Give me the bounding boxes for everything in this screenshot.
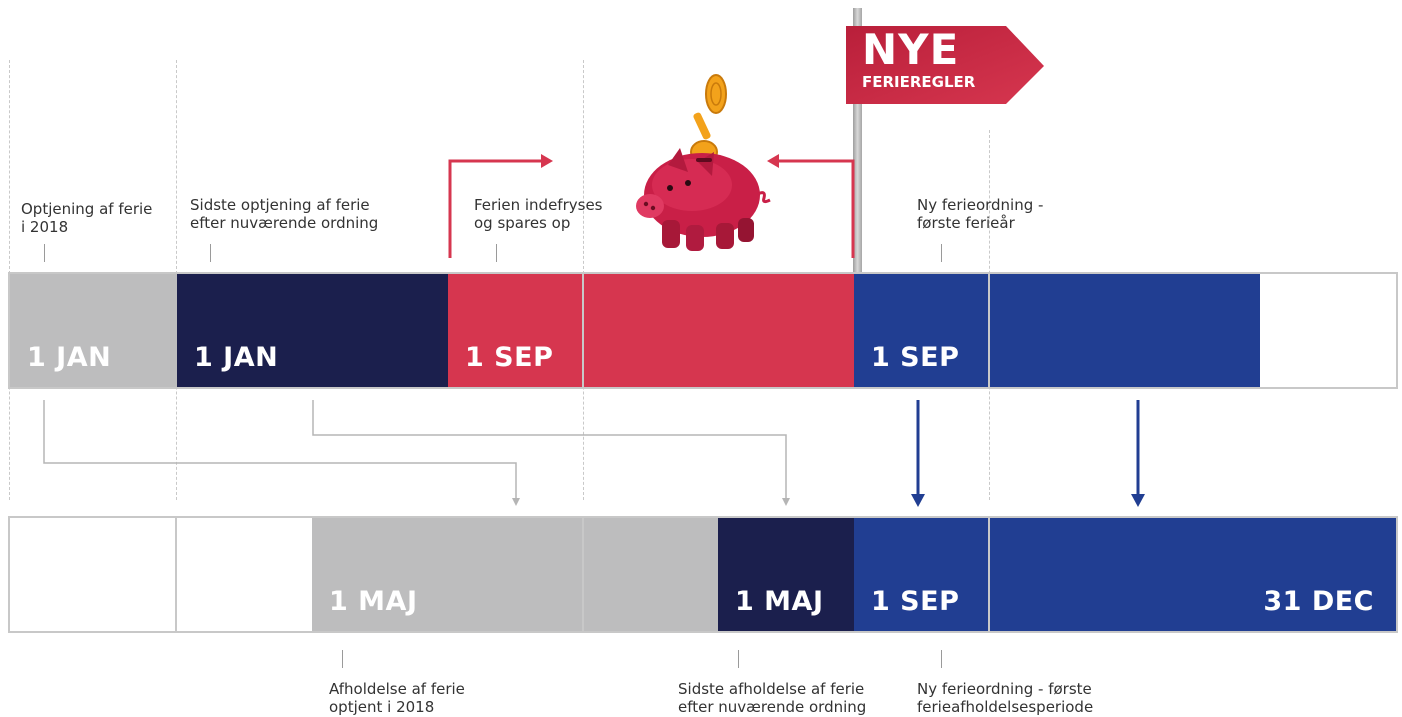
date-label: 31 DEC [1263,586,1374,617]
flag-subtitle: FERIEREGLER [862,73,976,91]
arrow-down-icon [1131,400,1145,507]
segment-new-holiday: 1 SEP 31 DEC [854,518,1396,631]
date-label: 1 JAN [194,342,279,373]
bar-divider [988,274,990,387]
flag-pole [853,8,862,273]
connector-2018 [43,400,520,506]
annotation-tick [342,650,343,668]
flag-banner [846,26,1046,106]
annotation-last-earning: Sidste optjening af ferie efter nuværend… [190,196,379,232]
segment-new-first-year: 1 SEP [854,274,1260,387]
annotation-tick [210,244,211,262]
bar-divider [175,518,177,631]
arrow-down-icon [911,400,925,507]
segment-last-holiday: 1 MAJ [718,518,854,631]
piggy-bank-icon [620,70,780,260]
annotation-tick [738,650,739,668]
annotation-tick [496,244,497,262]
annotation-holiday-2018: Afholdelse af ferie optjent i 2018 [329,680,465,716]
annotation-earning-2018: Optjening af ferie i 2018 [21,200,153,236]
annotation-tick [941,650,942,668]
bar-divider [582,518,584,631]
date-label: 1 SEP [871,342,960,373]
segment-frozen: 1 SEP [448,274,854,387]
annotation-new-first-year: Ny ferieordning - første ferieår [917,196,1044,232]
date-label: 1 MAJ [329,586,418,617]
date-label: 1 SEP [871,586,960,617]
annotation-new-holiday-period: Ny ferieordning - første ferieafholdelse… [917,680,1094,716]
flag-title: NYE [862,25,960,74]
annotation-tick [44,244,45,262]
segment-last-earning: 1 JAN [177,274,448,387]
save-arrow-right [767,154,855,258]
segment-2018-holiday: 1 MAJ [312,518,718,631]
annotation-last-holiday: Sidste afholdelse af ferie efter nuværen… [678,680,867,716]
annotation-tick [941,244,942,262]
annotation-frozen: Ferien indefryses og spares op [474,196,603,232]
bar-divider [988,518,990,631]
save-arrow-left [448,154,553,258]
segment-2018-earning: 1 JAN [10,274,177,387]
bar-divider [582,274,584,387]
date-label: 1 MAJ [735,586,824,617]
date-label: 1 SEP [465,342,554,373]
connector-last [312,400,790,506]
date-label: 1 JAN [27,342,112,373]
